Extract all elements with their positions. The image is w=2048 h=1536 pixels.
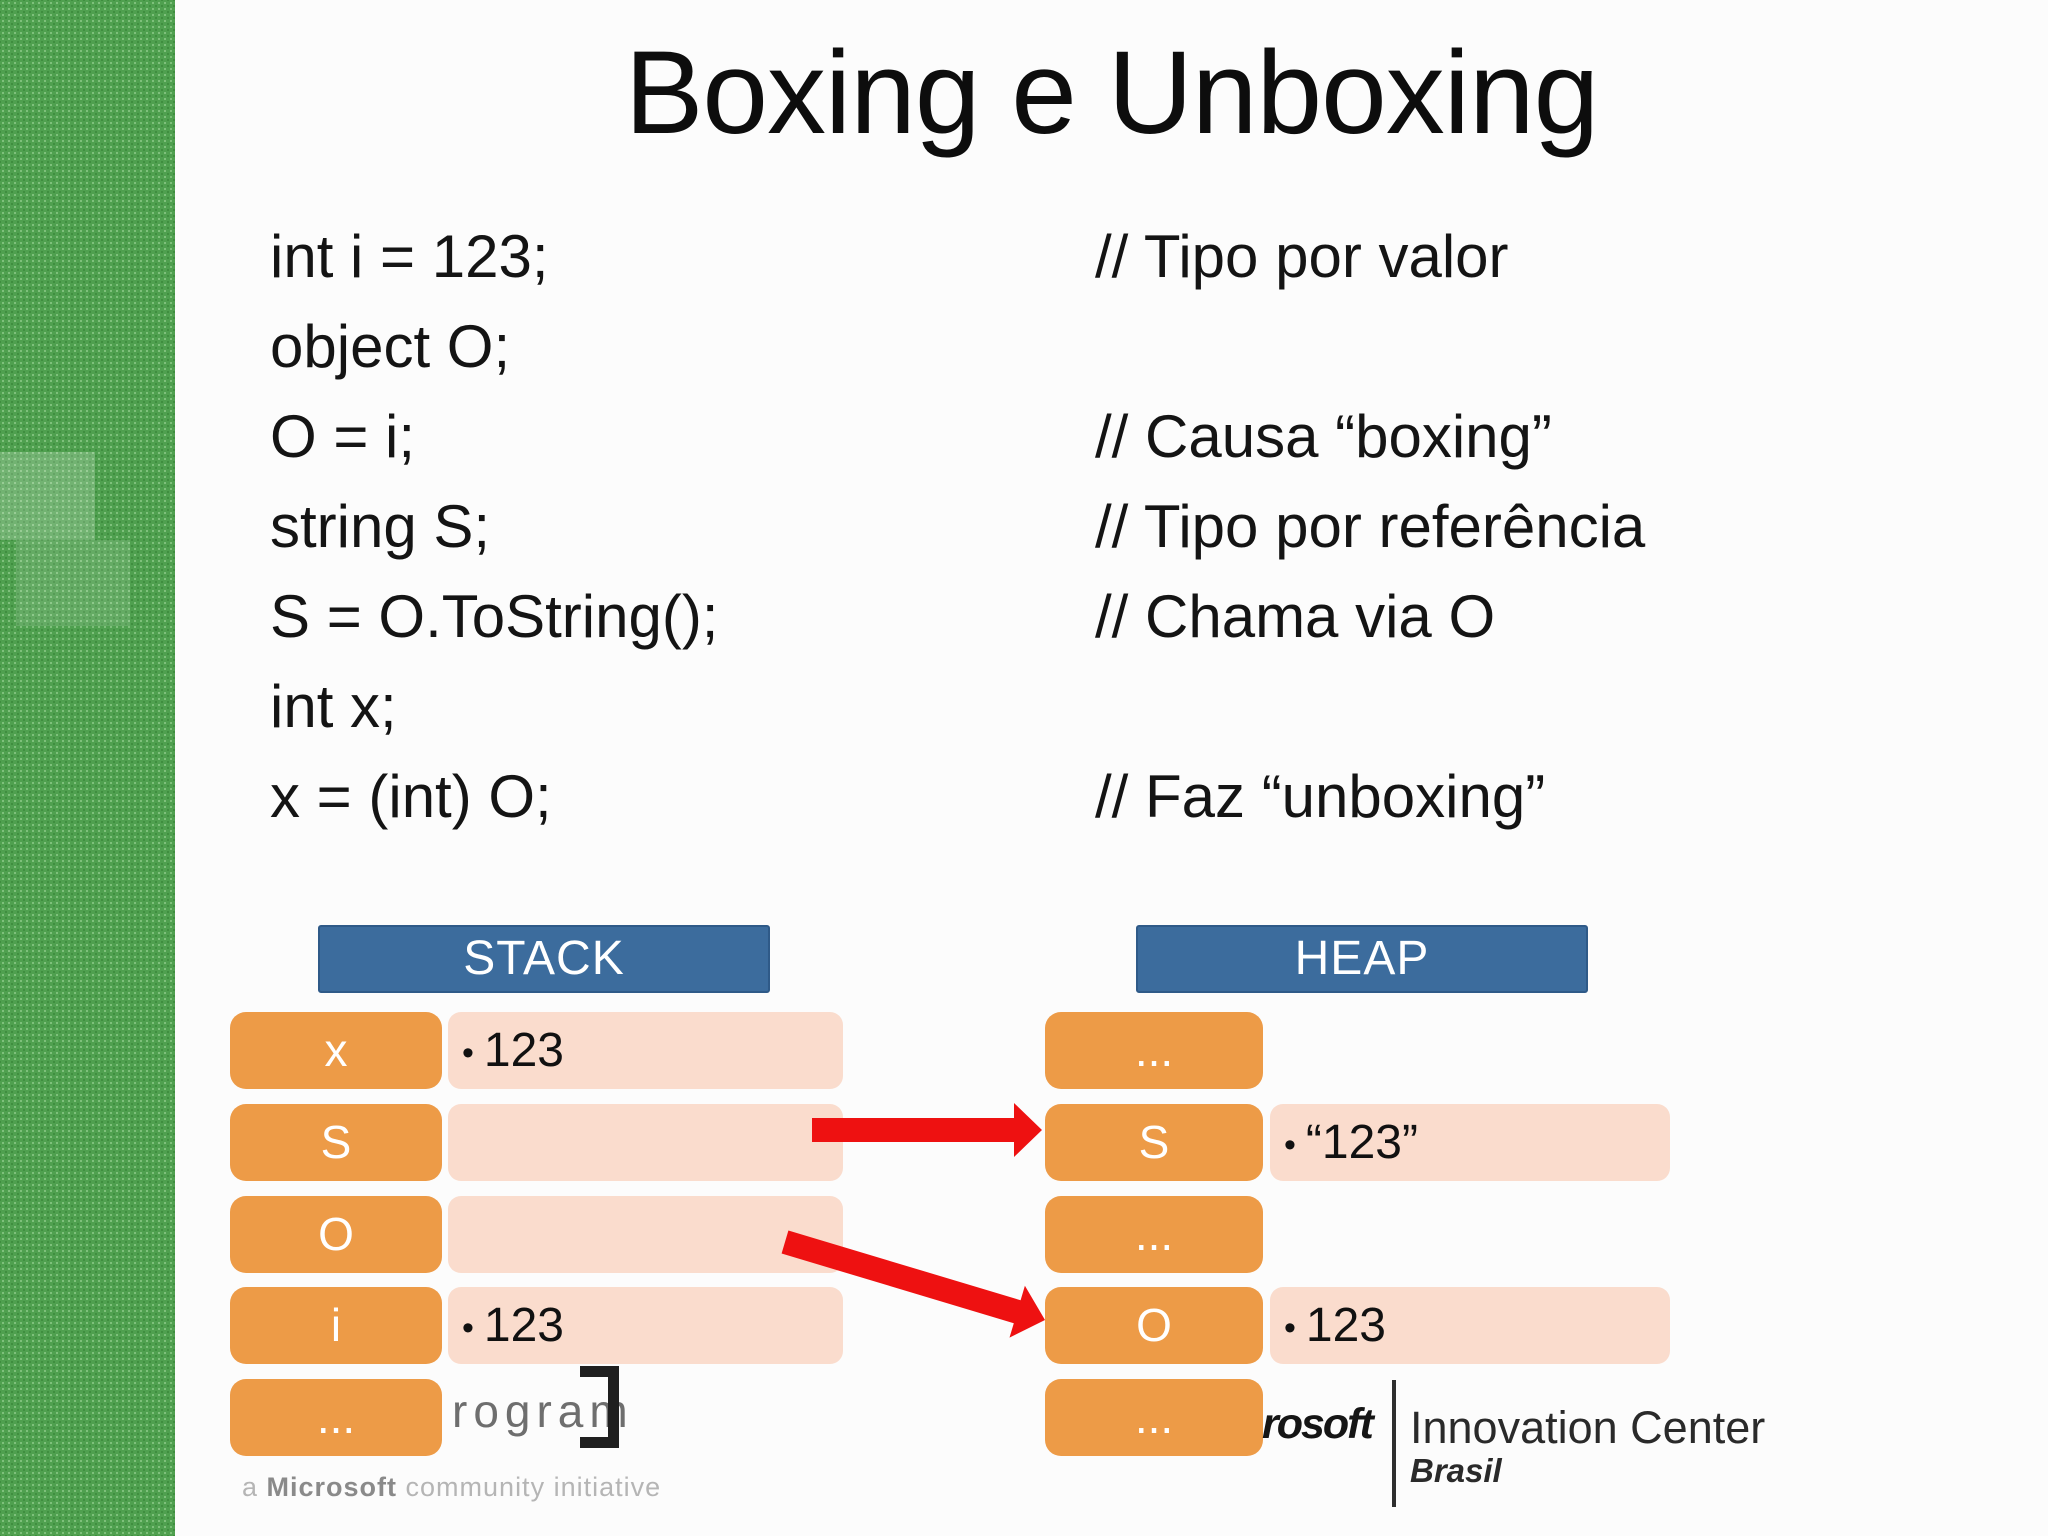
- heap-value-o-text: 123: [1305, 1299, 1386, 1352]
- heap-block-ellipsis: ...: [1045, 1196, 1263, 1273]
- bullet-icon: •: [1284, 1309, 1296, 1347]
- microsoft-logo-fragment: rosoft: [1262, 1400, 1374, 1448]
- heap-block-ellipsis: ...: [1045, 1379, 1263, 1456]
- stack-slot-s: S: [230, 1104, 442, 1181]
- stack-slot-o: O: [230, 1196, 442, 1273]
- tagline-microsoft: Microsoft: [266, 1472, 398, 1502]
- code-comment: [1095, 302, 1955, 392]
- heap-header: HEAP: [1136, 925, 1588, 993]
- code-comment: // Causa “boxing”: [1095, 403, 1552, 470]
- green-highlight-patch: [0, 452, 95, 540]
- brasil-label: Brasil: [1410, 1452, 1502, 1489]
- stack-header: STACK: [318, 925, 770, 993]
- tagline-part: community initiative: [397, 1472, 662, 1502]
- stack-value-s: [448, 1104, 843, 1181]
- stack-slot-i: i: [230, 1287, 442, 1364]
- code-comment: // Faz “unboxing”: [1095, 763, 1546, 830]
- program-logo-text: rogram: [452, 1385, 634, 1437]
- code-comment: // Chama via O: [1095, 583, 1496, 650]
- heap-block-ellipsis: ...: [1045, 1012, 1263, 1089]
- heap-value-s-text: “123”: [1305, 1116, 1418, 1169]
- code-block: int i = 123; object O; O = i; string S; …: [270, 212, 1070, 842]
- program-logo-bracket-icon: [580, 1366, 619, 1448]
- heap-value-o: •123: [1270, 1287, 1670, 1364]
- code-line: int x;: [270, 673, 397, 740]
- tagline-part: a: [242, 1472, 267, 1502]
- logo-divider: [1392, 1380, 1396, 1507]
- stack-value-o: [448, 1196, 843, 1273]
- slide-edge-decoration: [0, 0, 175, 1536]
- heap-block-s: S: [1045, 1104, 1263, 1181]
- stack-slot-x: x: [230, 1012, 442, 1089]
- stack-value-i-text: 123: [483, 1299, 564, 1352]
- code-comment: // Tipo por valor: [1095, 223, 1509, 290]
- code-line: x = (int) O;: [270, 763, 552, 830]
- arrow-stack-s-to-heap-s: [812, 1103, 1042, 1157]
- code-line: S = O.ToString();: [270, 583, 719, 650]
- comment-block: // Tipo por valor // Causa “boxing” // T…: [1095, 212, 1955, 842]
- code-line: O = i;: [270, 403, 416, 470]
- code-comment: [1095, 662, 1955, 752]
- code-line: string S;: [270, 493, 491, 560]
- stack-value-x-text: 123: [483, 1024, 564, 1077]
- bullet-icon: •: [462, 1034, 474, 1072]
- slide-title: Boxing e Unboxing: [624, 27, 1600, 159]
- heap-block-o: O: [1045, 1287, 1263, 1364]
- bullet-icon: •: [1284, 1126, 1296, 1164]
- innovation-center-label: Innovation Center: [1410, 1402, 1766, 1453]
- green-highlight-patch: [16, 540, 130, 626]
- code-line: object O;: [270, 313, 511, 380]
- code-comment: // Tipo por referência: [1095, 493, 1646, 560]
- bullet-icon: •: [462, 1309, 474, 1347]
- stack-value-x: •123: [448, 1012, 843, 1089]
- code-line: int i = 123;: [270, 223, 549, 290]
- stack-value-i: •123: [448, 1287, 843, 1364]
- microsoft-community-tagline: a Microsoft community initiative: [242, 1472, 661, 1503]
- stack-slot-ellipsis: ...: [230, 1379, 442, 1456]
- heap-value-s: •“123”: [1270, 1104, 1670, 1181]
